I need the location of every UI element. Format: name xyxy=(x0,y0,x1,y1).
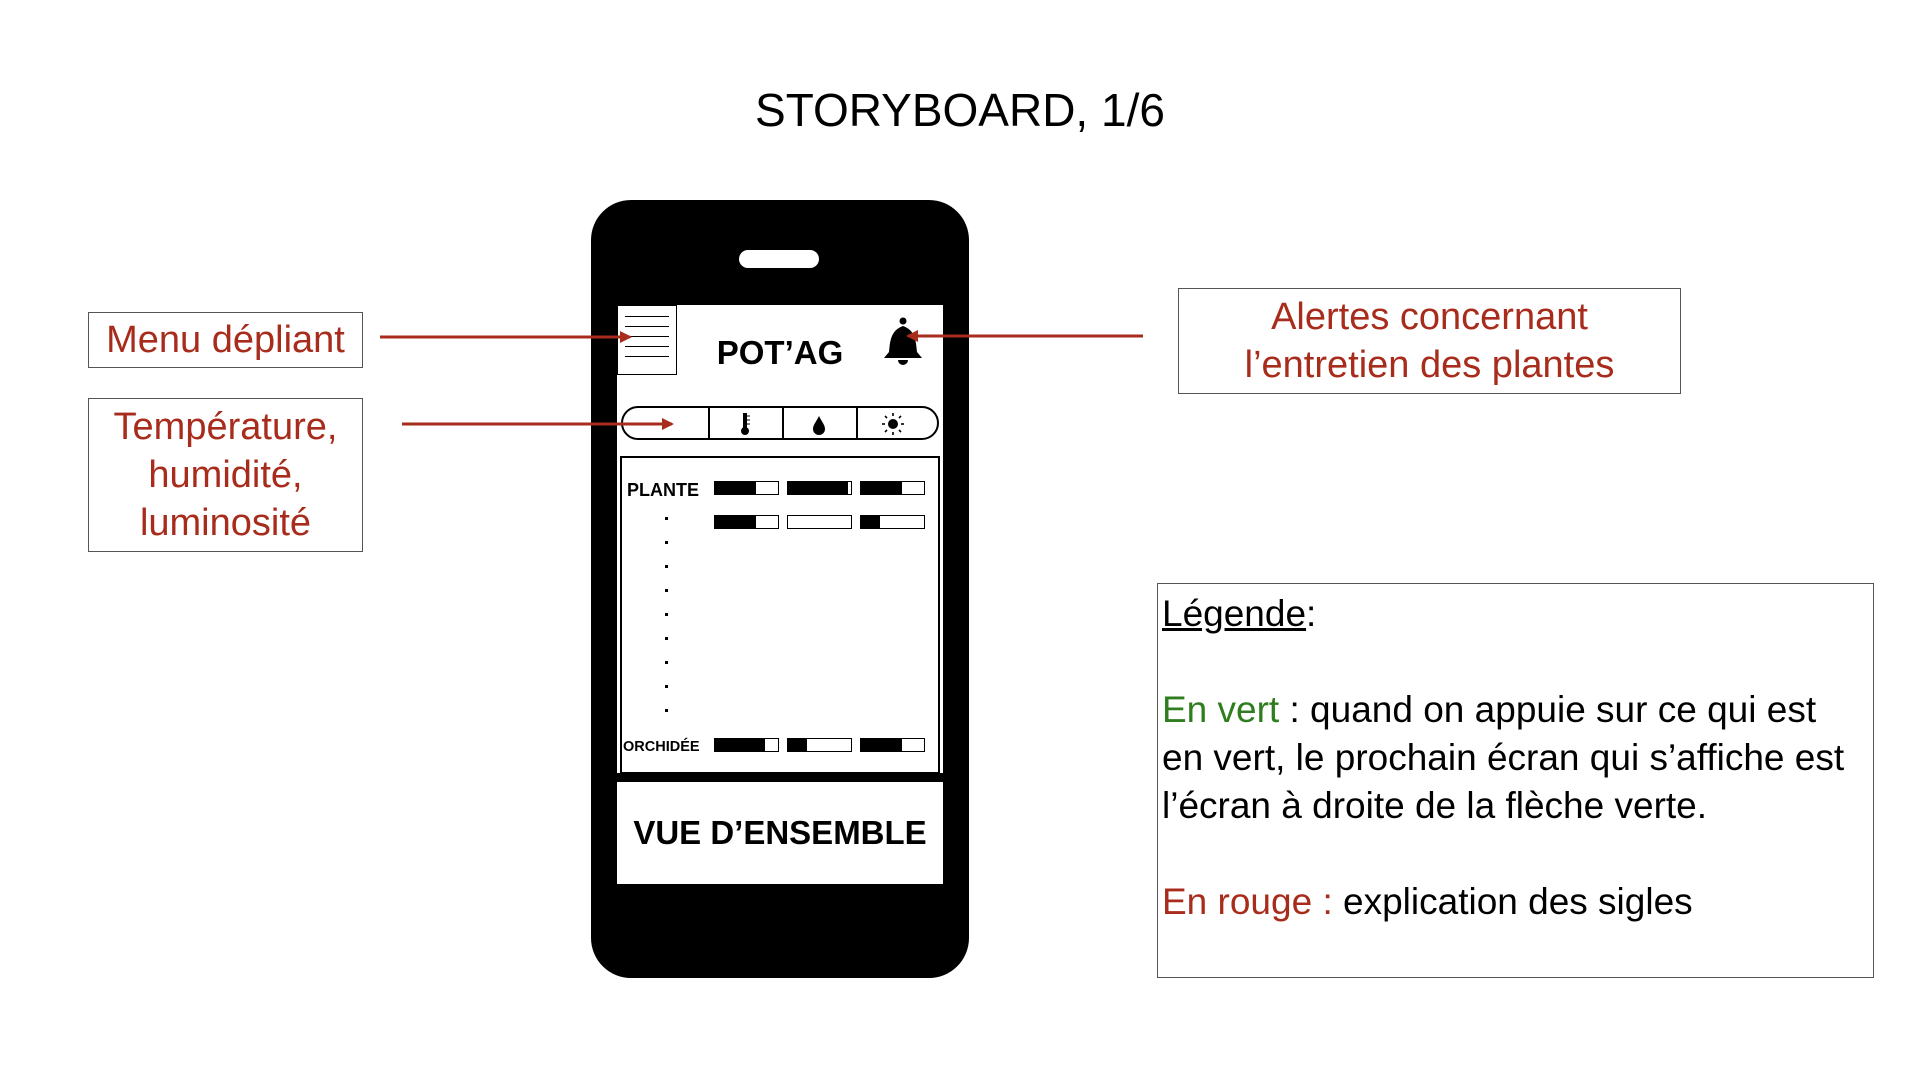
level-meter xyxy=(714,515,779,529)
ellipsis-dot xyxy=(665,517,668,520)
level-meter-fill xyxy=(861,482,902,494)
level-meter-fill xyxy=(788,739,807,751)
ellipsis-dot xyxy=(665,709,668,712)
legend-red-text: explication des sigles xyxy=(1332,881,1693,922)
alerts-callout: Alertes concernant l’entretien des plant… xyxy=(1178,288,1681,394)
phone-speaker xyxy=(739,250,819,268)
vue-ensemble-button[interactable]: VUE D’ENSEMBLE xyxy=(617,782,943,884)
legend-red-label: En rouge : xyxy=(1162,881,1333,922)
ellipsis-dot xyxy=(665,685,668,688)
vue-ensemble-label: VUE D’ENSEMBLE xyxy=(633,814,927,851)
level-meter xyxy=(787,738,852,752)
level-meter-fill xyxy=(715,739,766,751)
legend-box: Légende: En vert : quand on appuie sur c… xyxy=(1157,583,1874,978)
sensor-bar xyxy=(621,406,939,440)
level-meter-fill xyxy=(715,516,756,528)
legend-green-label: En vert xyxy=(1162,689,1280,730)
menu-callout: Menu dépliant xyxy=(88,312,363,368)
water-drop-icon[interactable] xyxy=(808,412,830,436)
ellipsis-dot xyxy=(665,541,668,544)
level-meter xyxy=(714,481,779,495)
level-meter-fill xyxy=(861,516,880,528)
ellipsis-dot xyxy=(665,565,668,568)
app-name: POT’AG xyxy=(716,334,844,371)
ellipsis-dot xyxy=(665,589,668,592)
sensors-callout: Température, humidité, luminosité xyxy=(88,398,363,552)
ellipsis-dot xyxy=(665,613,668,616)
bell-icon[interactable] xyxy=(880,316,926,366)
sun-icon[interactable] xyxy=(882,412,904,436)
level-meter xyxy=(860,481,925,495)
level-meter-fill xyxy=(788,482,848,494)
level-meter xyxy=(787,481,852,495)
level-meter xyxy=(787,515,852,529)
level-meter xyxy=(860,738,925,752)
slide-title: STORYBOARD, 1/6 xyxy=(755,84,1165,136)
level-meter-fill xyxy=(861,739,902,751)
level-meter xyxy=(714,738,779,752)
legend-green-text: : quand on appuie sur ce qui est en vert… xyxy=(1162,689,1845,826)
plant-list-panel xyxy=(620,456,940,774)
plant-row-label[interactable]: PLANTE xyxy=(627,480,699,500)
legend-heading: Légende xyxy=(1162,593,1307,634)
level-meter-fill xyxy=(715,482,756,494)
level-meter xyxy=(860,515,925,529)
hamburger-menu-icon[interactable] xyxy=(617,305,677,375)
ellipsis-dot xyxy=(665,637,668,640)
thermometer-icon[interactable] xyxy=(734,412,756,436)
ellipsis-dot xyxy=(665,661,668,664)
plant-row-label[interactable]: ORCHIDÉE xyxy=(623,739,700,755)
